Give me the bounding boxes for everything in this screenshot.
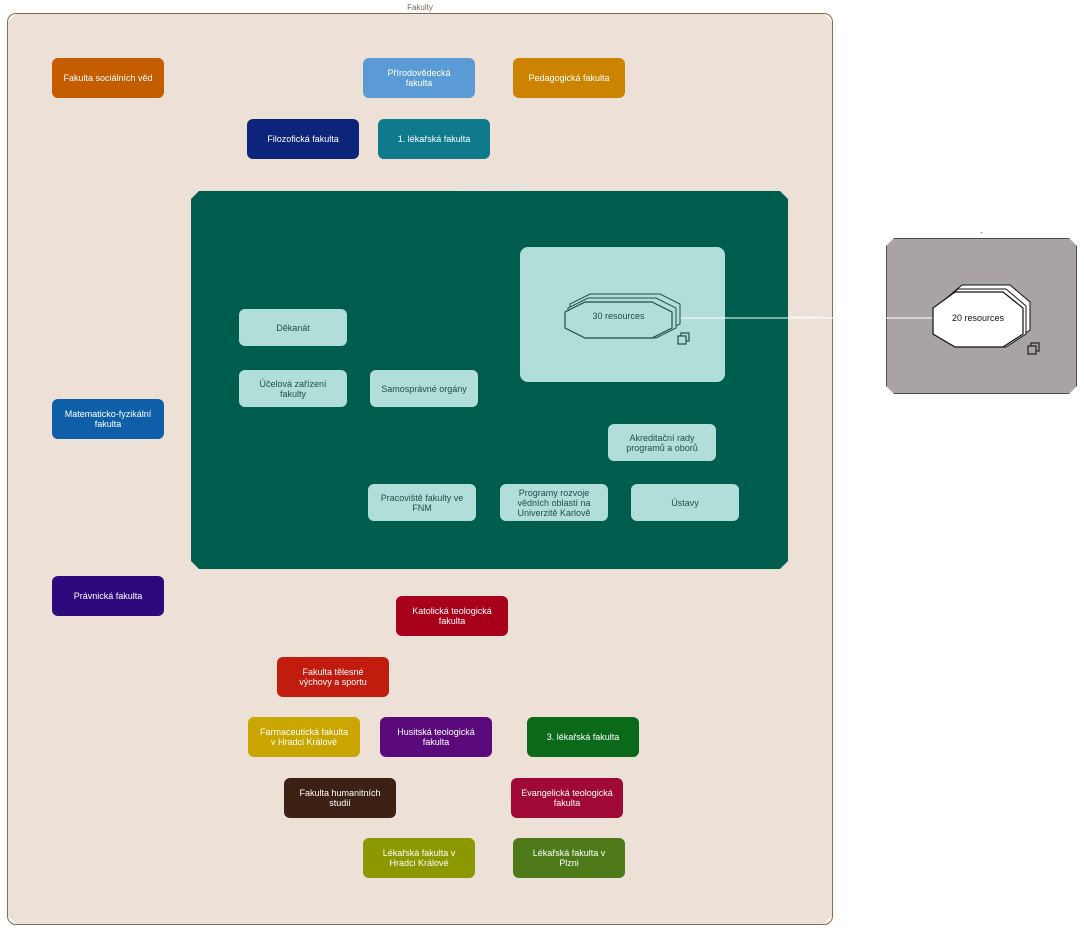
faculty-pedf[interactable]: Pedagogická fakulta	[513, 58, 625, 98]
faculty-lfp[interactable]: Lékařská fakulta v Plzni	[513, 838, 625, 878]
faculty-mff[interactable]: Matematicko-fyzikální fakulta	[52, 399, 164, 439]
lf2-akreditacni-rady[interactable]: Akreditační rady programů a oborů	[608, 424, 716, 461]
faculty-pf[interactable]: Právnická fakulta	[52, 576, 164, 616]
faculty-ktf[interactable]: Katolická teologická fakulta	[396, 596, 508, 636]
copy-icon-30	[677, 332, 690, 345]
lf2-samospravne-organy[interactable]: Samosprávné orgány	[370, 370, 478, 407]
faculty-etf[interactable]: Evangelická teologická fakulta	[511, 778, 623, 818]
lf2-ustavy[interactable]: Ústavy	[631, 484, 739, 521]
faculty-lf1[interactable]: 1. lékařská fakulta	[378, 119, 490, 159]
resources-20-stack	[932, 284, 1031, 348]
faculty-htf[interactable]: Husitská teologická fakulta	[380, 717, 492, 757]
faculty-fsv[interactable]: Fakulta sociálních věd	[52, 58, 164, 98]
resources-30-label[interactable]: 30 resources	[592, 311, 645, 321]
faculty-lf3[interactable]: 3. lékařská fakulta	[527, 717, 639, 757]
lf2-programy-rozvoje[interactable]: Programy rozvoje vědních oblastí na Univ…	[500, 484, 608, 521]
external-label: -	[980, 228, 983, 237]
resources-30-stack	[564, 293, 681, 339]
lf2-ucelova-zarizeni[interactable]: Účelová zařízení fakulty	[239, 370, 347, 407]
resources-20-label[interactable]: 20 resources	[951, 313, 1005, 323]
faculty-lfhk[interactable]: Lékařská fakulta v Hradci Králové	[363, 838, 475, 878]
faculty-ftvs[interactable]: Fakulta tělesné výchovy a sportu	[277, 657, 389, 697]
faculty-fhs[interactable]: Fakulta humanitních studií	[284, 778, 396, 818]
fakulty-container-border	[7, 13, 833, 925]
lf2-pracoviste-fnm[interactable]: Pracoviště fakulty ve FNM	[368, 484, 476, 521]
faculty-prf[interactable]: Přírodovědecká fakulta	[363, 58, 475, 98]
connector-edge-label: network resources	[788, 314, 822, 319]
lf2-label: 2. lékařská fakulta	[457, 181, 522, 190]
copy-icon-20	[1027, 342, 1040, 355]
faculty-faf[interactable]: Farmaceutická fakulta v Hradci Králové	[248, 717, 360, 757]
fakulty-label: Fakulty	[407, 3, 433, 12]
faculty-ff[interactable]: Filozofická fakulta	[247, 119, 359, 159]
lf2-dekanat[interactable]: Děkanát	[239, 309, 347, 346]
